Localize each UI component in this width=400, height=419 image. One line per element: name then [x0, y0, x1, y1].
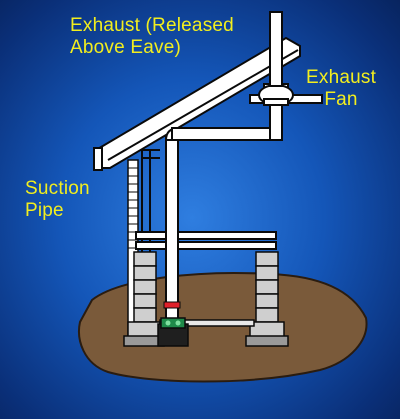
sump-pit: [157, 317, 189, 347]
fascia-board: [93, 147, 103, 171]
exhaust-fan-label-line1: Exhaust: [306, 67, 377, 88]
suction-pipe-label: Suction Pipe: [25, 178, 90, 222]
exhaust-fan-label-line2: Fan: [324, 89, 358, 110]
pipe-horizontal-run: [171, 127, 283, 141]
floor-joists: [135, 231, 277, 250]
exhaust-label: Exhaust (Released Above Eave): [70, 15, 234, 59]
suction-pipe-label-line1: Suction: [25, 178, 90, 199]
suction-pipe-label-line2: Pipe: [25, 200, 64, 221]
suction-pipe-vertical: [165, 135, 179, 321]
exhaust-fan-label: Exhaust Fan: [306, 67, 376, 111]
soil-ground: [78, 272, 368, 383]
exhaust-label-line2: Above Eave): [70, 37, 181, 58]
exhaust-stack: [269, 11, 283, 87]
exhaust-label-line1: Exhaust (Released: [70, 15, 234, 36]
right-footing: [245, 335, 289, 347]
right-pier: [249, 251, 285, 339]
vapor-barrier: [159, 319, 255, 327]
pipe-seal: [163, 301, 181, 309]
exhaust-fan: [258, 83, 294, 106]
